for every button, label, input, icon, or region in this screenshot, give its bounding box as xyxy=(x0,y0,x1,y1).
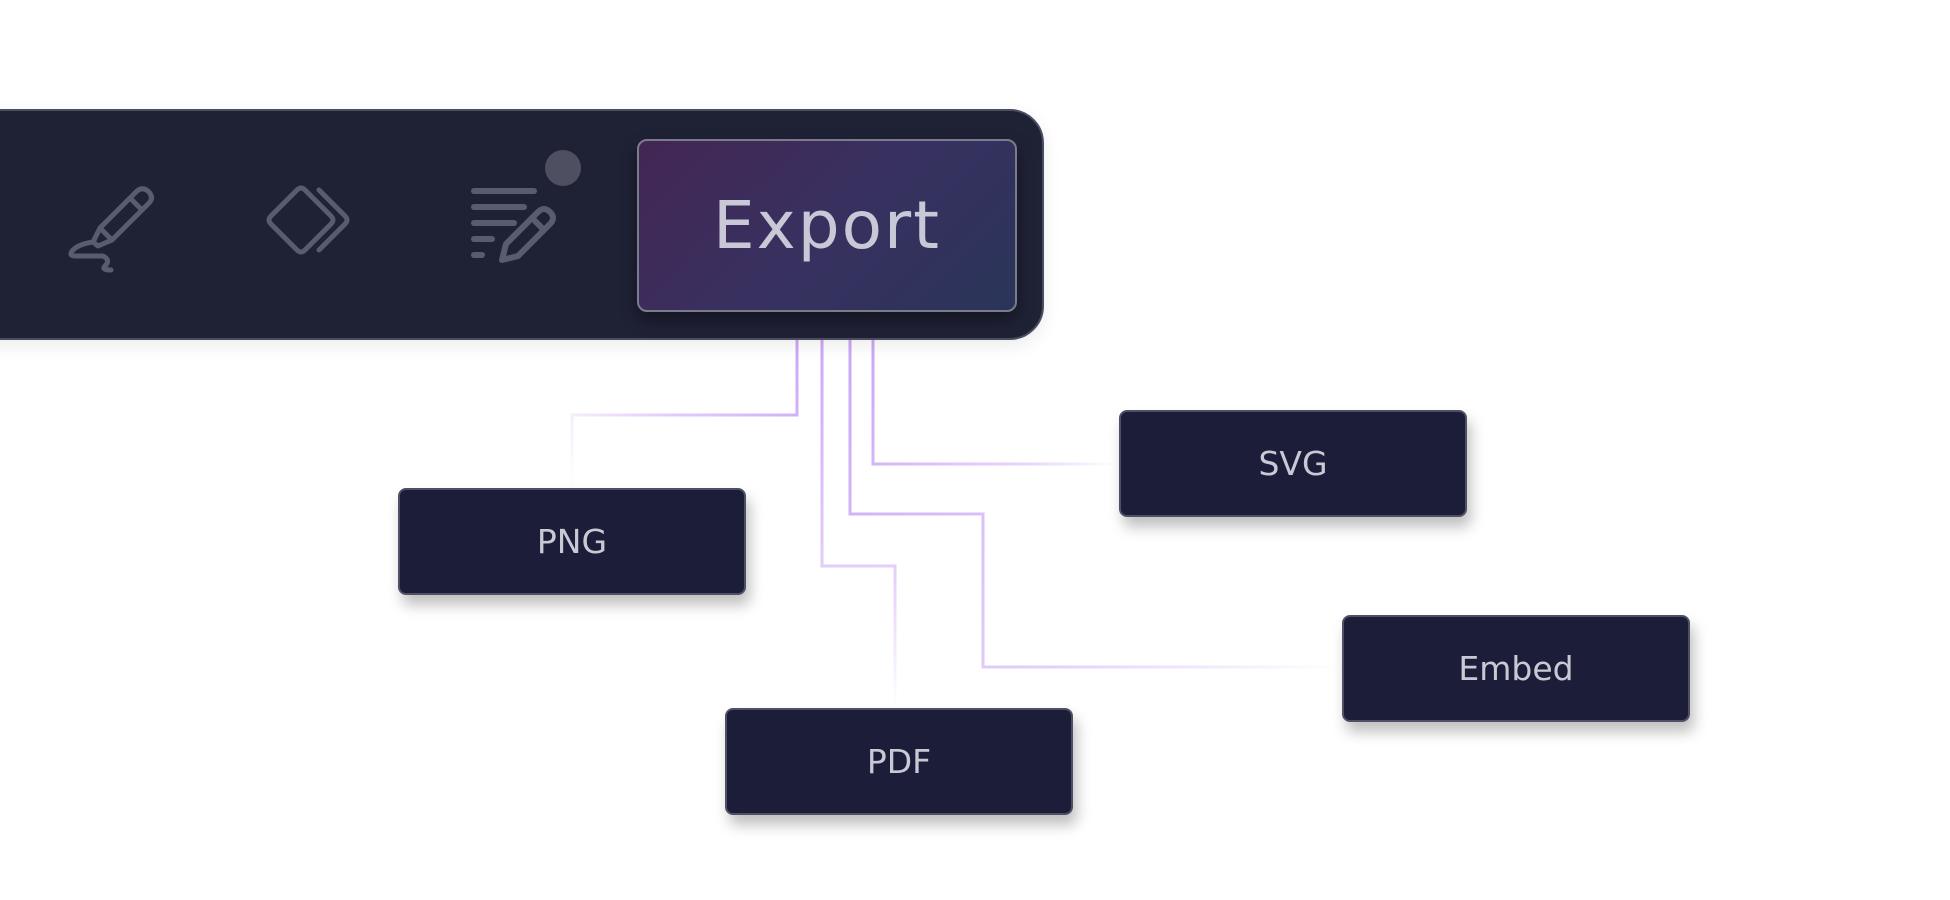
export-button[interactable]: Export xyxy=(637,139,1017,312)
notification-dot xyxy=(545,150,581,186)
connector-svg xyxy=(871,340,1120,466)
signature-pen-icon xyxy=(63,176,163,276)
signature-pen-tool[interactable] xyxy=(58,171,168,281)
text-edit-icon xyxy=(462,176,562,276)
text-edit-tool[interactable] xyxy=(457,171,567,281)
connector-pdf xyxy=(820,340,897,710)
export-png-button[interactable]: PNG xyxy=(398,488,746,595)
connector-png xyxy=(570,340,799,490)
export-embed-button[interactable]: Embed xyxy=(1342,615,1690,722)
export-pdf-button[interactable]: PDF xyxy=(725,708,1073,815)
shapes-icon xyxy=(261,176,361,276)
shapes-tool[interactable] xyxy=(256,171,366,281)
export-svg-button[interactable]: SVG xyxy=(1119,410,1467,517)
